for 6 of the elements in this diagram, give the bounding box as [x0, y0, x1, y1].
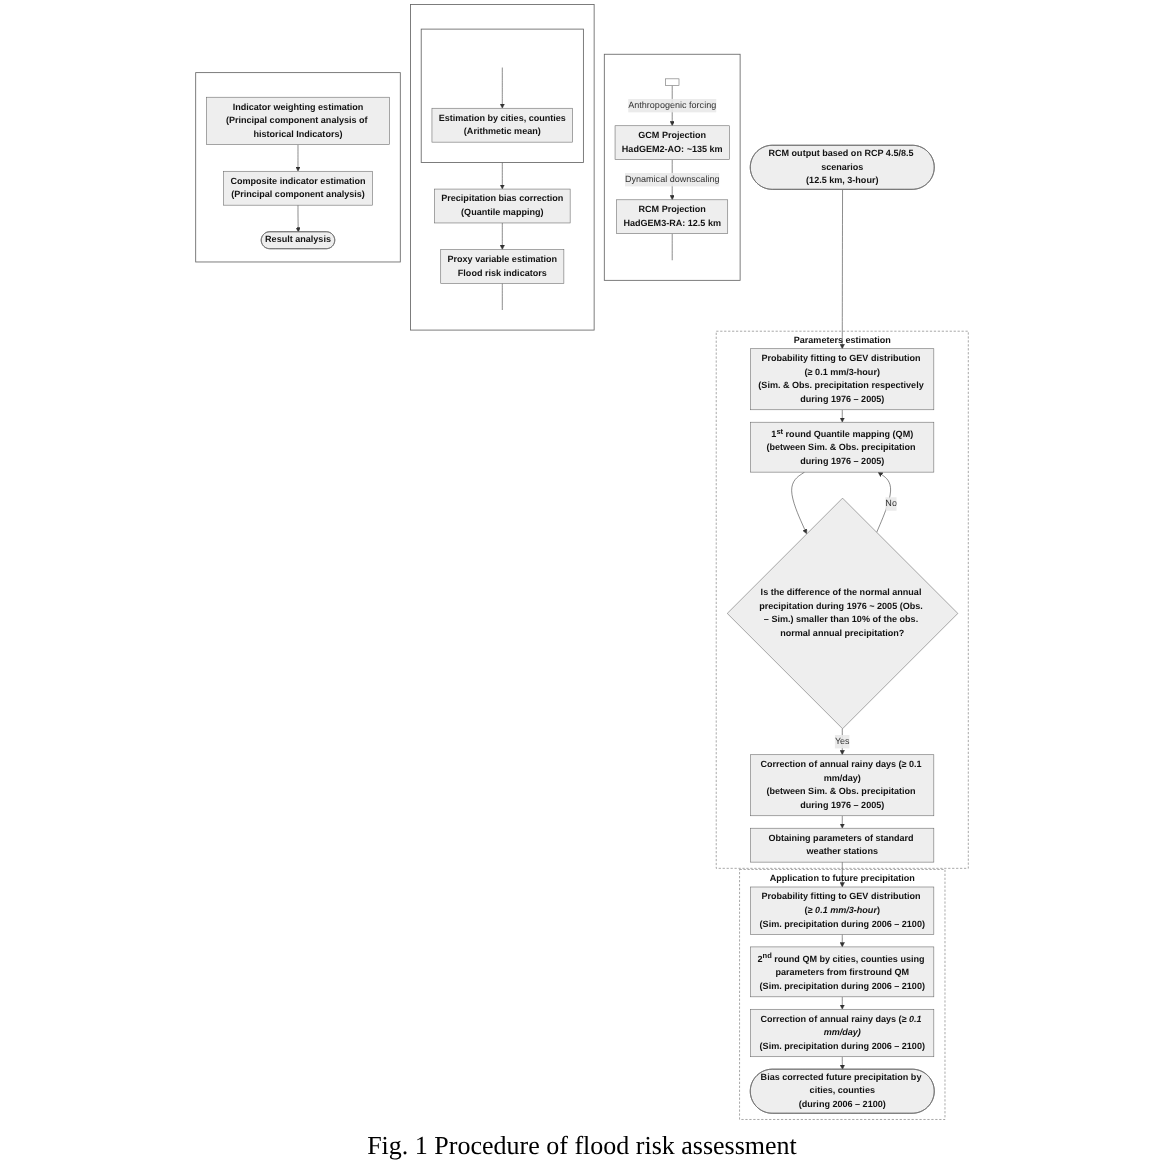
cluster [195, 72, 401, 263]
node-box [665, 78, 680, 86]
cluster [410, 4, 595, 331]
figure-caption: Fig. 1 Procedure of flood risk assessment [367, 1128, 797, 1164]
cluster [603, 53, 741, 281]
cluster [420, 28, 584, 163]
